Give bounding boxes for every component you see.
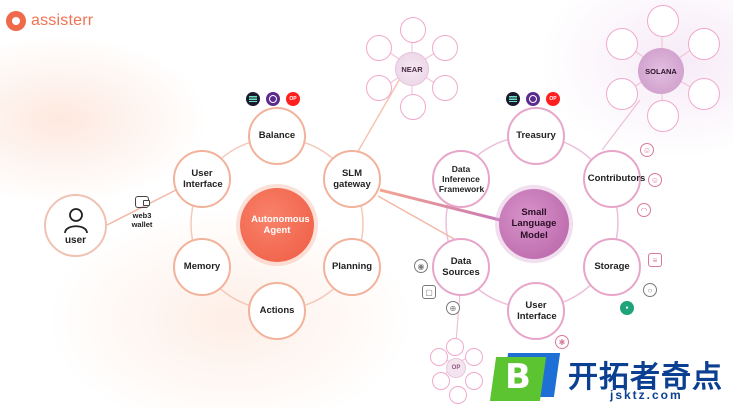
op-satellite (449, 386, 467, 404)
file-icon: ▢ (422, 285, 436, 299)
web3-wallet: web3 wallet (127, 196, 157, 229)
solana-satellite (688, 28, 720, 60)
smile-icon: ☺ (648, 173, 662, 187)
op-satellite (446, 338, 464, 356)
node-label: User Interface (517, 299, 557, 322)
chain-icons-slm: OP (506, 92, 560, 106)
agent-node-user-interface: User Interface (173, 150, 231, 208)
agent-node-planning: Planning (323, 238, 381, 296)
db-icon: ● (620, 301, 634, 315)
op-icon: OP (286, 92, 300, 106)
node-label: SLM gateway (333, 167, 371, 190)
node-label: Planning (331, 261, 373, 273)
solana-icon (506, 92, 520, 106)
chain-icons-agent: OP (246, 92, 300, 106)
op-satellite (432, 372, 450, 390)
solana-satellite (647, 100, 679, 132)
small-language-model-node: Small Language Model (499, 189, 569, 259)
slm-node-storage: Storage (583, 238, 641, 296)
near-node: NEAR (395, 52, 429, 86)
node-label: Data Sources (442, 255, 480, 278)
autonomous-agent-label: Autonomous Agent (251, 213, 310, 236)
github-icon: ◉ (414, 259, 428, 273)
near-satellite (400, 94, 426, 120)
slm-label: Small Language Model (511, 206, 557, 241)
chain-circle-icon (526, 92, 540, 106)
brand-mark-icon (6, 11, 26, 31)
near-satellite (432, 35, 458, 61)
node-label: Data Inference Framework (438, 163, 485, 195)
storage-icon: ≡ (648, 253, 662, 267)
op-satellite (430, 348, 448, 366)
solana-icon (246, 92, 260, 106)
brand-name: assisterr (31, 12, 94, 29)
user-label: user (64, 234, 87, 246)
slm-node-data-sources: Data Sources (432, 238, 490, 296)
slm-node-treasury: Treasury (507, 107, 565, 165)
solana-satellite (606, 28, 638, 60)
node-label: Actions (259, 305, 295, 317)
op-icon: OP (546, 92, 560, 106)
node-label: Balance (258, 130, 296, 142)
op-label: OP (451, 365, 461, 371)
node-label: Contributors (587, 173, 646, 185)
near-satellite (400, 17, 426, 43)
slm-node-contributors: Contributors (583, 150, 646, 208)
ghost-icon: ◠ (637, 203, 651, 217)
slm-node-user-interface: User Interface (507, 282, 565, 340)
op-satellite (465, 348, 483, 366)
slm-node-data-inference-framework: Data Inference Framework (432, 150, 490, 208)
node-label: Storage (594, 261, 630, 273)
slack-icon: ✱ (555, 335, 569, 349)
globe-icon: ⊕ (446, 301, 460, 315)
solana-node: SOLANA (638, 48, 684, 94)
watermark-url: jsktz.com (610, 388, 683, 402)
agent-node-balance: Balance (248, 107, 306, 165)
autonomous-agent-node: Autonomous Agent (240, 188, 314, 262)
solana-label: SOLANA (645, 66, 677, 76)
brand-logo[interactable]: assisterr (6, 11, 93, 31)
smile-icon: ☺ (640, 143, 654, 157)
solana-satellite (606, 78, 638, 110)
chain-circle-icon (266, 92, 280, 106)
op-satellite (465, 372, 483, 390)
watermark-letter: B (505, 357, 531, 397)
wallet-label: web3 wallet (131, 211, 153, 229)
near-satellite (366, 75, 392, 101)
wallet-icon (135, 196, 150, 208)
near-satellite (432, 75, 458, 101)
watermark-text: 开拓者奇点 (568, 360, 723, 395)
drive-icon: ○ (643, 283, 657, 297)
op-node: OP (446, 358, 466, 378)
node-label: User Interface (183, 167, 223, 190)
near-satellite (366, 35, 392, 61)
agent-node-actions: Actions (248, 282, 306, 340)
near-label: NEAR (401, 64, 423, 74)
agent-node-slm-gateway: SLM gateway (323, 150, 381, 208)
user-node: user (44, 194, 107, 257)
watermark-logo: B (489, 353, 561, 403)
solana-satellite (688, 78, 720, 110)
node-label: Memory (183, 261, 221, 273)
user-icon (63, 207, 88, 233)
node-label: Treasury (516, 130, 556, 142)
agent-node-memory: Memory (173, 238, 231, 296)
solana-satellite (647, 5, 679, 37)
